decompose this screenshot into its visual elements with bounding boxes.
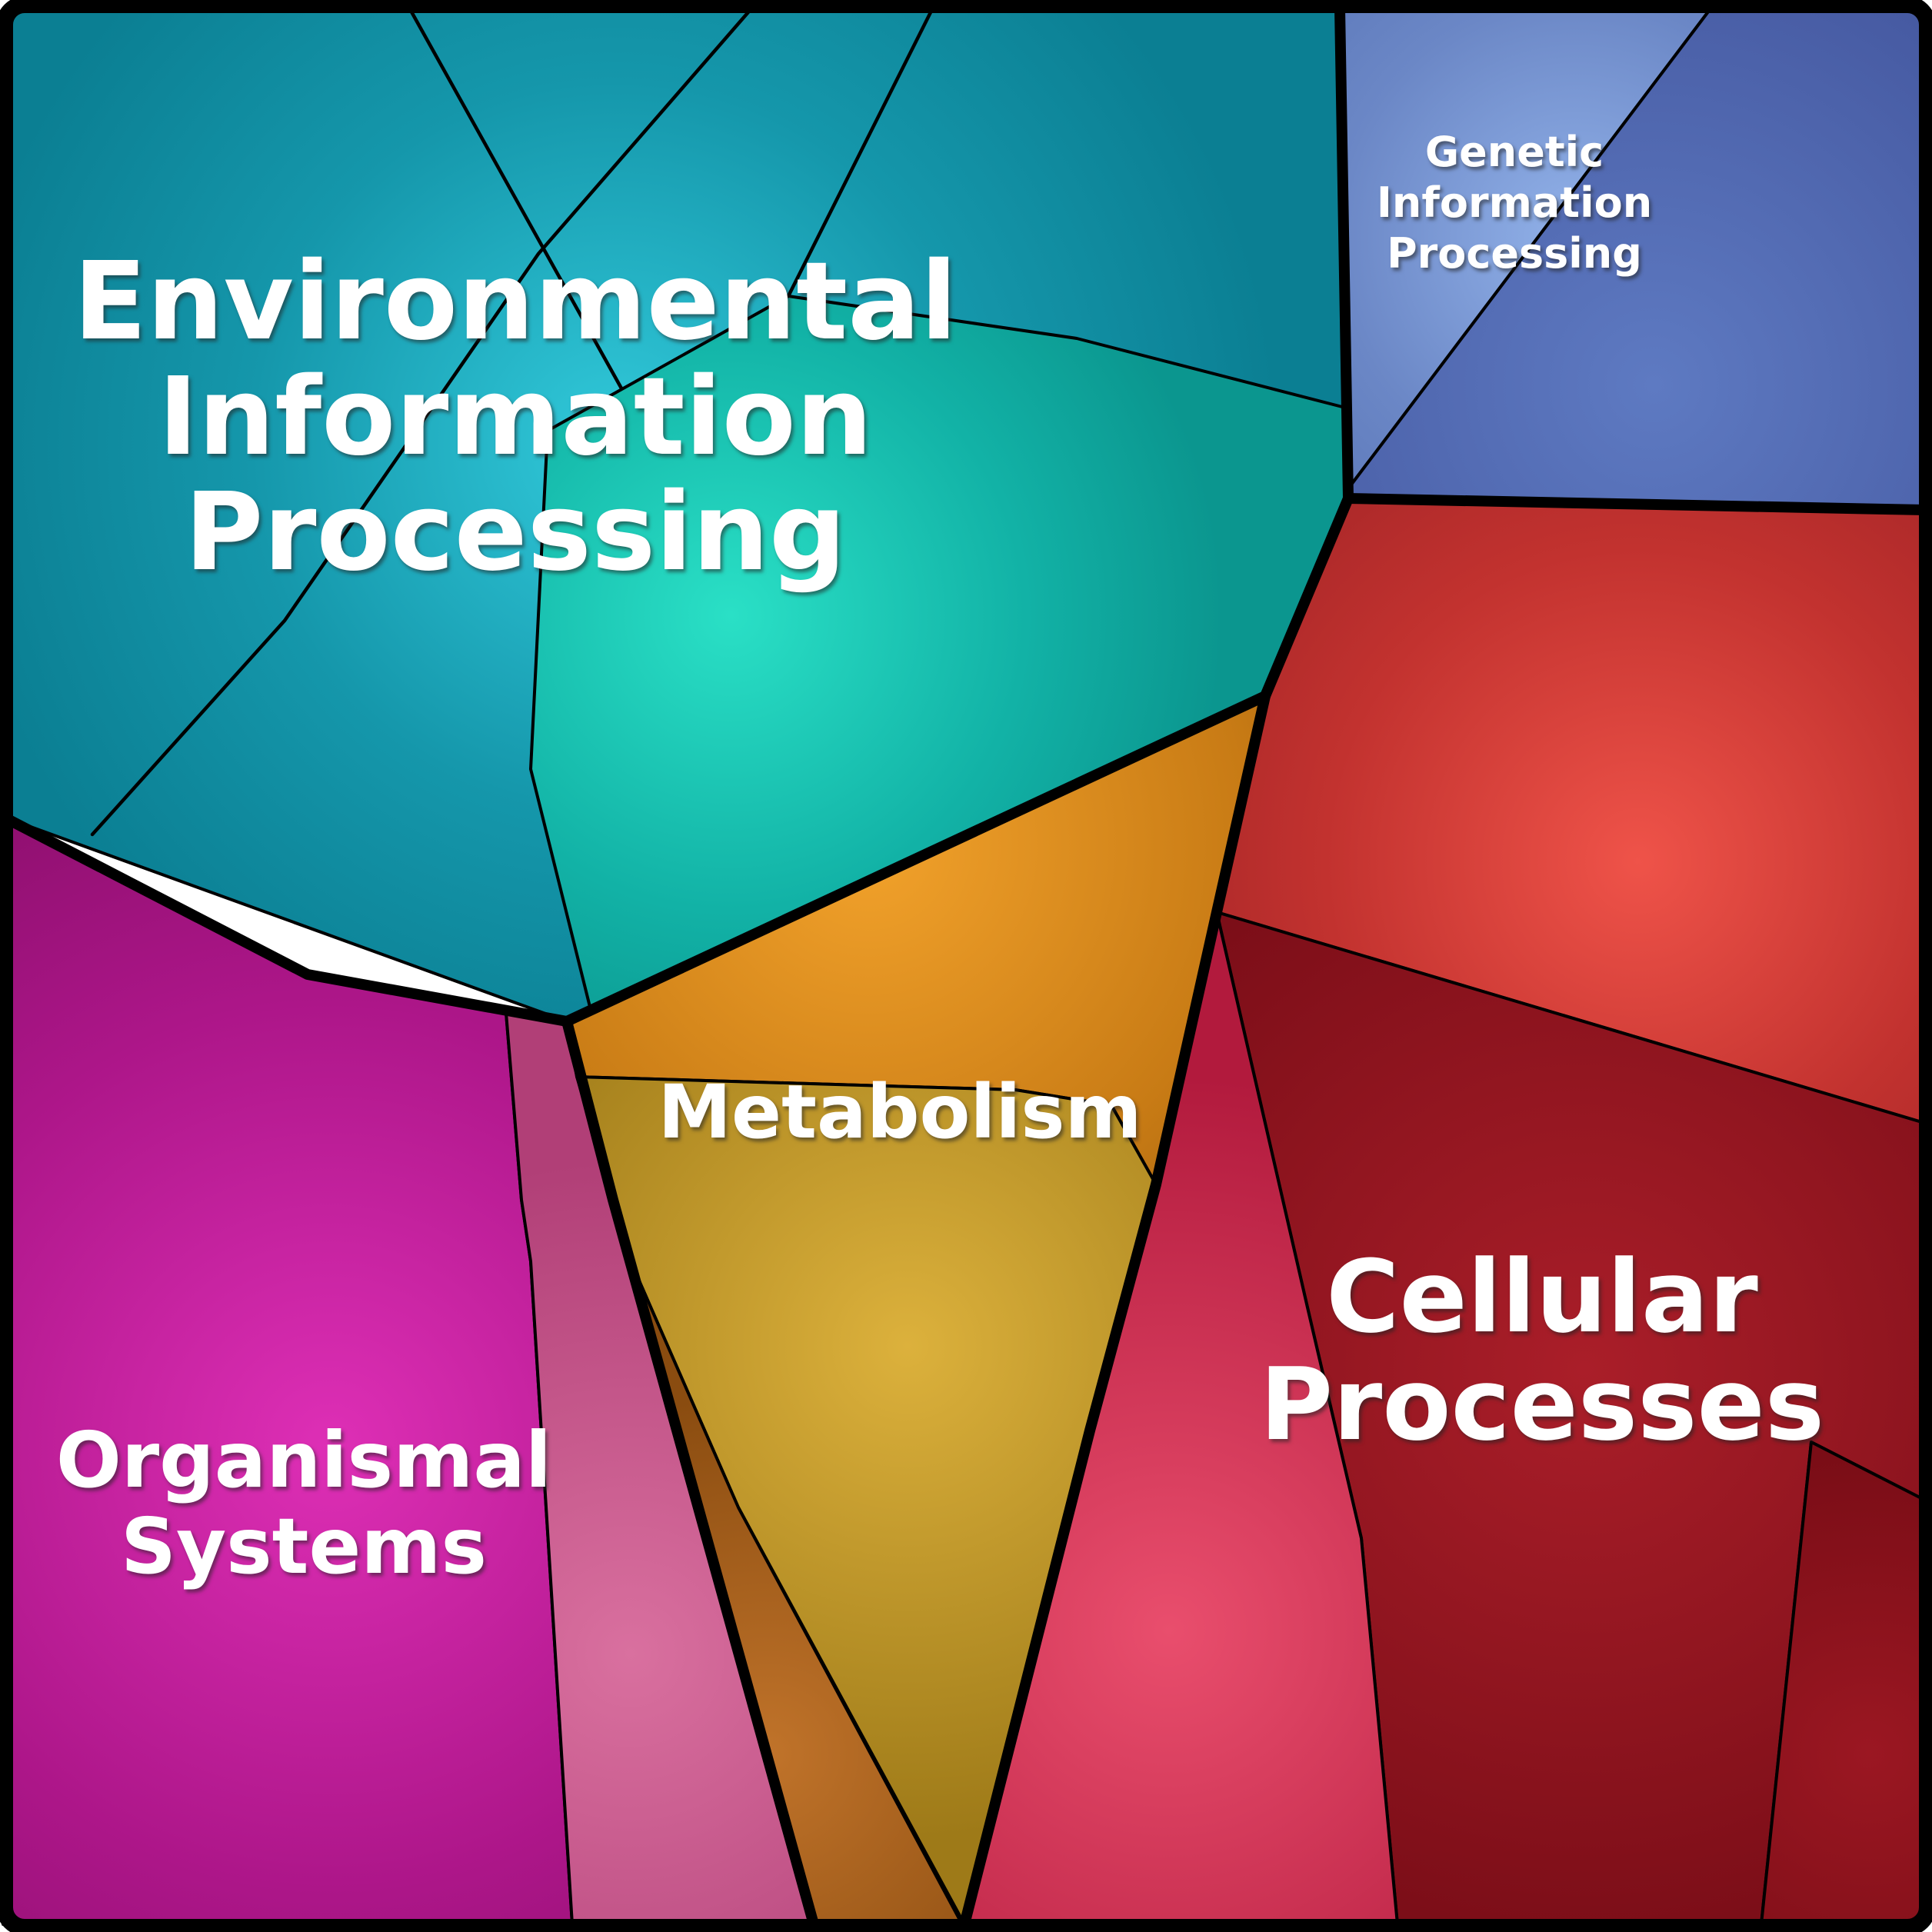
label-environmental-line2: Information — [158, 355, 872, 480]
label-metabolism-line1: Metabolism — [658, 1069, 1142, 1155]
label-metabolism: Metabolism — [658, 1069, 1142, 1155]
subcell-border-env-1 — [407, 5, 624, 391]
label-cellular: Cellular Processes — [1260, 1238, 1824, 1463]
category-border-metabolism-cellular — [959, 691, 1271, 1930]
label-environmental: Environmental Information Processing — [73, 239, 957, 595]
category-border-env-cellular — [1260, 493, 1354, 701]
label-cellular-line1: Cellular — [1326, 1238, 1758, 1355]
label-genetic-line3: Processing — [1387, 229, 1642, 278]
label-genetic: Genetic Information Processing — [1377, 128, 1652, 278]
label-organismal-line2: Systems — [121, 1501, 487, 1591]
label-genetic-line1: Genetic — [1425, 128, 1604, 176]
category-border-env-metabolism — [561, 691, 1271, 1027]
subcell-border-env-3 — [786, 5, 935, 298]
category-border-genetic-cellular — [1343, 493, 1930, 515]
label-organismal: Organismal Systems — [56, 1415, 551, 1591]
label-environmental-line3: Processing — [185, 470, 846, 595]
label-organismal-line1: Organismal — [56, 1415, 551, 1505]
category-border-env-organismal — [0, 811, 572, 1027]
category-border-organismal-metabolism — [561, 1016, 819, 1930]
label-cellular-line2: Processes — [1260, 1346, 1824, 1463]
subcell-border-env-2 — [90, 5, 754, 837]
label-genetic-line2: Information — [1377, 178, 1652, 227]
category-border-env-genetic — [1334, 2, 1354, 504]
label-environmental-line1: Environmental — [73, 239, 957, 365]
